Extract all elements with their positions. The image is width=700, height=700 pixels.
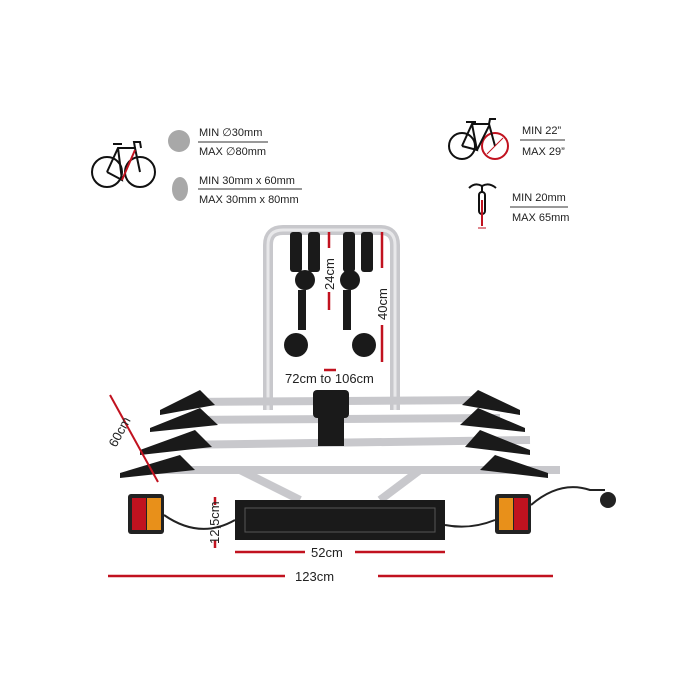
total-width-dimension: 123cm — [295, 569, 334, 584]
wheel-min-label: MIN 22” — [522, 125, 561, 137]
round-min-label: MIN ∅30mm — [199, 127, 262, 139]
tyre-max-label: MAX 65mm — [512, 212, 569, 224]
oval-max-label: MAX 30mm x 80mm — [199, 194, 299, 206]
license-plate-holder — [235, 500, 445, 540]
round-max-label: MAX ∅80mm — [199, 146, 266, 158]
arm-length-dimension: 72cm to 106cm — [285, 371, 374, 386]
dimension-lines — [108, 232, 553, 578]
round-tube-shape — [168, 130, 190, 152]
bike-frame-icon — [91, 141, 156, 188]
tail-light-right — [495, 494, 531, 534]
tyre-min-label: MIN 20mm — [512, 192, 566, 204]
plate-width-dimension: 52cm — [311, 545, 343, 560]
oval-tube-shape — [172, 177, 188, 201]
bike-rack-image — [120, 225, 616, 540]
wheel-size-icon — [448, 118, 509, 160]
tyre-width-icon — [468, 183, 497, 229]
plate-height-dimension: 12,5cm — [207, 501, 222, 544]
wheel-max-label: MAX 29” — [522, 146, 565, 158]
oval-min-label: MIN 30mm x 60mm — [199, 175, 295, 187]
arm-spacing-dimension: 24cm — [322, 258, 337, 290]
upright-height-dimension: 40cm — [375, 288, 390, 320]
tail-light-left — [128, 494, 164, 534]
